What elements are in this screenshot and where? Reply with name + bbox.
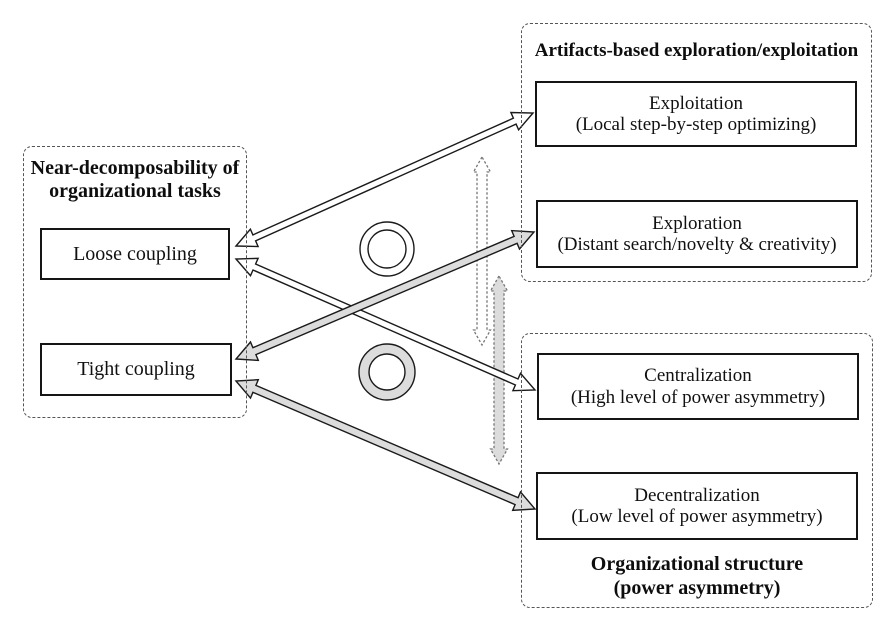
panel-title-line: Organizational structure <box>590 553 804 575</box>
box-exploration: Exploration (Distant search/novelty & cr… <box>536 200 858 268</box>
panel-title-organizational-structure: Organizational structure (power asymmetr… <box>523 552 871 600</box>
panel-title-near-decomposability: Near-decomposability of organizational t… <box>25 157 245 203</box>
panel-title-line: (power asymmetry) <box>613 577 781 599</box>
panel-artifacts <box>521 23 872 282</box>
box-centralization: Centralization (High level of power asym… <box>537 353 859 420</box>
box-sublabel: (Local step-by-step optimizing) <box>575 114 817 135</box>
box-label: Exploration <box>652 212 742 234</box>
ring-marker-white-outer <box>359 221 415 277</box>
box-label: Centralization <box>644 365 752 387</box>
panel-title-artifacts: Artifacts-based exploration/exploitation <box>523 39 870 62</box>
ring-marker-gray-outer <box>358 343 416 401</box>
box-loose-coupling: Loose coupling <box>40 228 230 280</box>
box-sublabel: (Distant search/novelty & creativity) <box>557 234 837 255</box>
box-label: Exploitation <box>649 92 743 114</box>
arrow-tight-decentralization <box>234 378 537 512</box>
ring-marker-white-inner <box>367 229 407 269</box>
arrow-dashed-structure-tension <box>489 274 509 466</box>
panel-organizational-structure <box>521 333 873 608</box>
panel-title-line: organizational tasks <box>49 180 221 202</box>
arrow-tight-exploration <box>234 229 536 362</box>
arrow-loose-exploitation <box>234 111 535 248</box>
box-sublabel: (High level of power asymmetry) <box>570 386 826 408</box>
panel-title-line: Artifacts-based exploration/exploitation <box>534 40 859 61</box>
panel-title-line: Near-decomposability of <box>30 157 240 179</box>
box-exploitation: Exploitation (Local step-by-step optimiz… <box>535 81 857 147</box>
box-tight-coupling: Tight coupling <box>40 343 232 396</box>
panel-near-decomposability <box>23 146 247 418</box>
box-label: Loose coupling <box>73 242 197 265</box>
box-sublabel: (Low level of power asymmetry) <box>571 506 823 527</box>
box-label: Decentralization <box>634 484 760 506</box>
box-label: Tight coupling <box>77 358 195 381</box>
box-decentralization: Decentralization (Low level of power asy… <box>536 472 858 540</box>
arrow-loose-centralization <box>234 257 537 392</box>
ring-marker-gray-inner <box>368 353 406 391</box>
arrow-dashed-artifacts-tension <box>472 155 492 347</box>
